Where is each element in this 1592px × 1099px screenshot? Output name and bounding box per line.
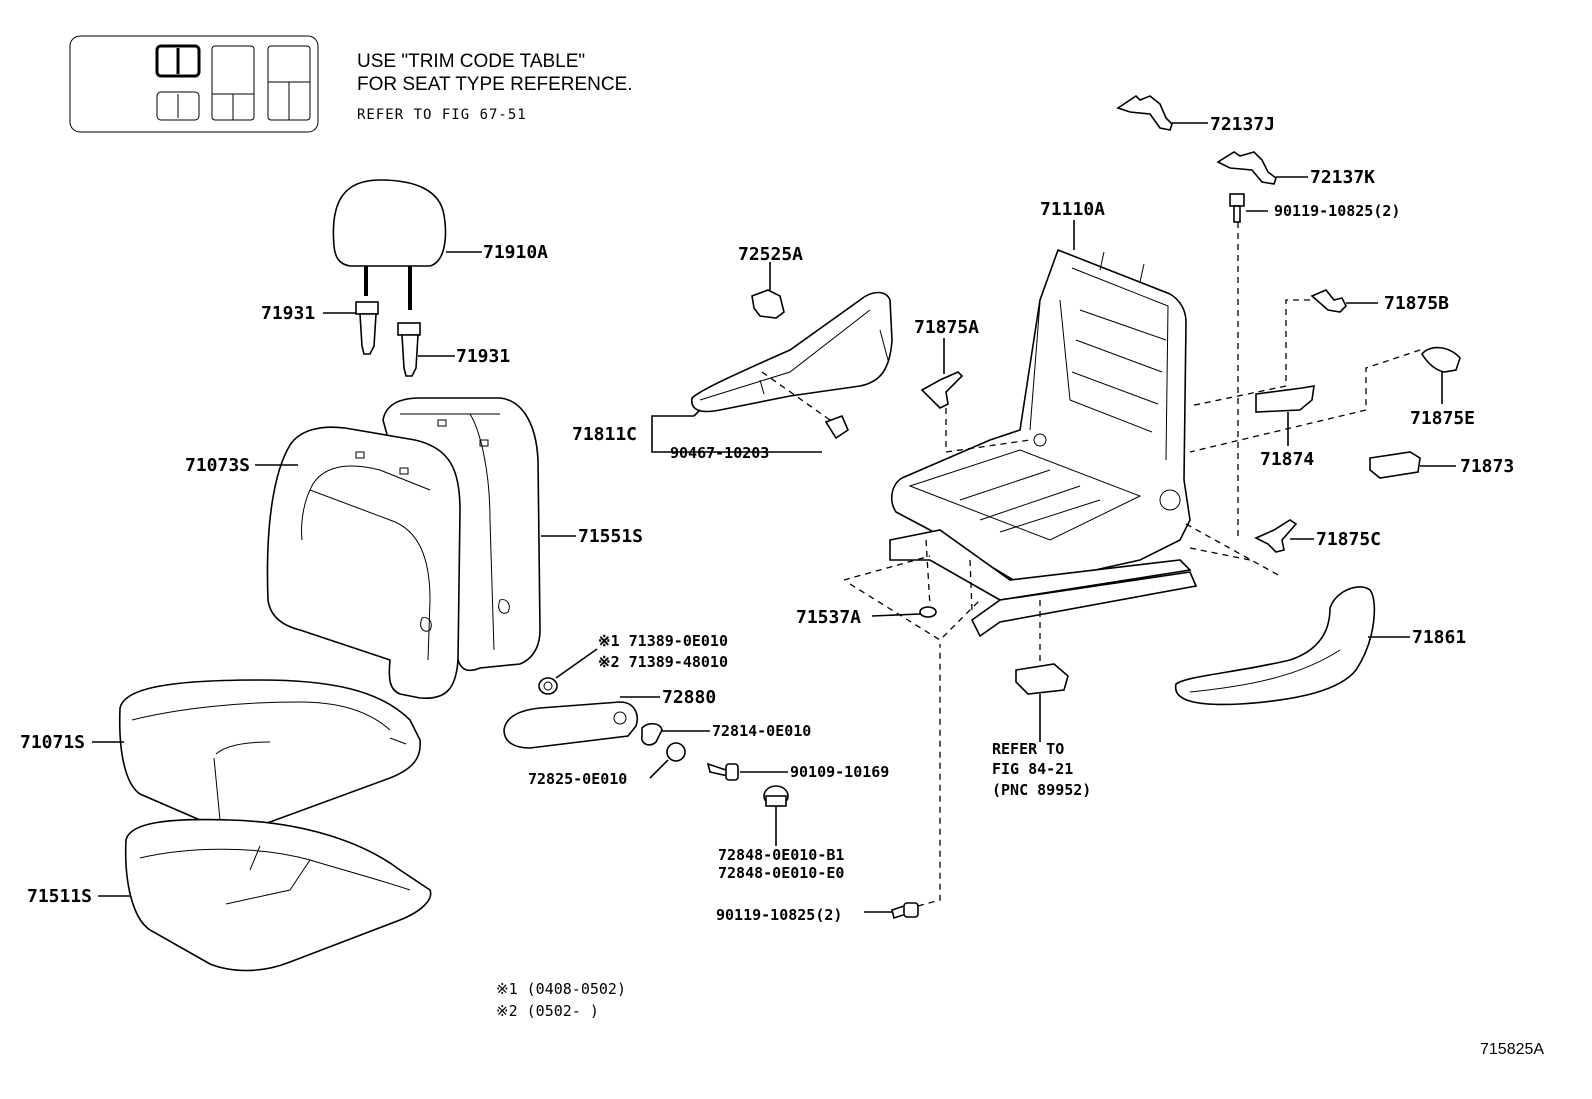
bracket-72137j xyxy=(1116,94,1173,131)
cover-71873 xyxy=(1369,451,1421,479)
label-90119-10825-bottom: 90119-10825(2) xyxy=(716,906,842,924)
side-cover-71861 xyxy=(1174,586,1376,706)
label-71875e: 71875E xyxy=(1410,408,1475,429)
label-71931-right: 71931 xyxy=(456,346,510,367)
refer-line-1: REFER TO xyxy=(992,740,1064,758)
bracket-71875e xyxy=(1421,346,1461,373)
label-71873: 71873 xyxy=(1460,456,1514,477)
clip-71537a xyxy=(919,606,937,618)
label-71875a: 71875A xyxy=(914,317,979,338)
label-71875b: 71875B xyxy=(1384,293,1449,314)
bracket-71875b xyxy=(1310,289,1347,313)
bracket-71875a xyxy=(920,371,964,409)
bolt-90119-bottom xyxy=(891,902,919,920)
label-71931-left: 71931 xyxy=(261,303,315,324)
footnote-1: ※1 (0408-0502) xyxy=(496,980,626,998)
headrest-support-left xyxy=(355,301,379,355)
label-72848-0e010-b1: 72848-0E010-B1 xyxy=(718,846,844,864)
label-71389-0e010: ※1 71389-0E010 xyxy=(598,632,728,650)
label-71811c: 71811C xyxy=(572,424,637,445)
screw-90467 xyxy=(824,414,849,440)
clip-72525a xyxy=(751,289,785,319)
note-refer-fig: REFER TO FIG 67-51 xyxy=(357,107,527,123)
cushion-pad-71511s xyxy=(124,818,432,972)
bolt-90109 xyxy=(706,762,739,781)
cover-72848 xyxy=(763,785,789,807)
ring-72814 xyxy=(640,722,663,746)
label-72814-0e010: 72814-0E010 xyxy=(712,722,811,740)
label-71073s: 71073S xyxy=(185,455,250,476)
label-72825-0e010: 72825-0E010 xyxy=(528,770,627,788)
label-72880: 72880 xyxy=(662,687,716,708)
label-71551s: 71551S xyxy=(578,526,643,547)
label-71389-48010: ※2 71389-48010 xyxy=(598,653,728,671)
cover-71874 xyxy=(1255,385,1315,413)
label-71511s: 71511S xyxy=(27,886,92,907)
seat-frame-71110a xyxy=(889,248,1198,638)
refer-line-3: (PNC 89952) xyxy=(992,781,1091,799)
cushion-cover-71071s xyxy=(118,679,421,828)
label-72137j: 72137J xyxy=(1210,114,1275,135)
cap-72825 xyxy=(666,742,686,762)
cap-71389 xyxy=(538,677,558,695)
headrest-support-right xyxy=(397,322,421,377)
label-90119-10825-top: 90119-10825(2) xyxy=(1274,202,1400,220)
label-71110a: 71110A xyxy=(1040,199,1105,220)
label-71875c: 71875C xyxy=(1316,529,1381,550)
side-shield-71811c xyxy=(691,291,893,413)
label-71071s: 71071S xyxy=(20,732,85,753)
label-90109-10169: 90109-10169 xyxy=(790,763,889,781)
note-seat-type: FOR SEAT TYPE REFERENCE. xyxy=(357,74,633,95)
label-90467-10203: 90467-10203 xyxy=(670,444,769,462)
seat-type-reference-box xyxy=(69,35,319,133)
armrest-72880 xyxy=(503,701,638,749)
label-72848-0e010-e0: 72848-0E010-E0 xyxy=(718,864,844,882)
bolt-90119-top xyxy=(1229,193,1245,223)
seatback-cover-71073s xyxy=(266,426,461,700)
note-trim-code: USE "TRIM CODE TABLE" xyxy=(357,51,585,72)
label-71537a: 71537A xyxy=(796,607,861,628)
label-71861: 71861 xyxy=(1412,627,1466,648)
label-72525a: 72525A xyxy=(738,244,803,265)
figure-id: 715825A xyxy=(1480,1041,1544,1058)
label-71874: 71874 xyxy=(1260,449,1314,470)
footnote-2: ※2 (0502- ) xyxy=(496,1002,599,1020)
bracket-72137k xyxy=(1216,151,1277,185)
label-71910a: 71910A xyxy=(483,242,548,263)
refer-line-2: FIG 84-21 xyxy=(992,760,1073,778)
headrest-part xyxy=(332,179,447,310)
label-72137k: 72137K xyxy=(1310,167,1375,188)
harness-connector xyxy=(1015,663,1069,695)
bracket-71875c xyxy=(1254,519,1298,553)
